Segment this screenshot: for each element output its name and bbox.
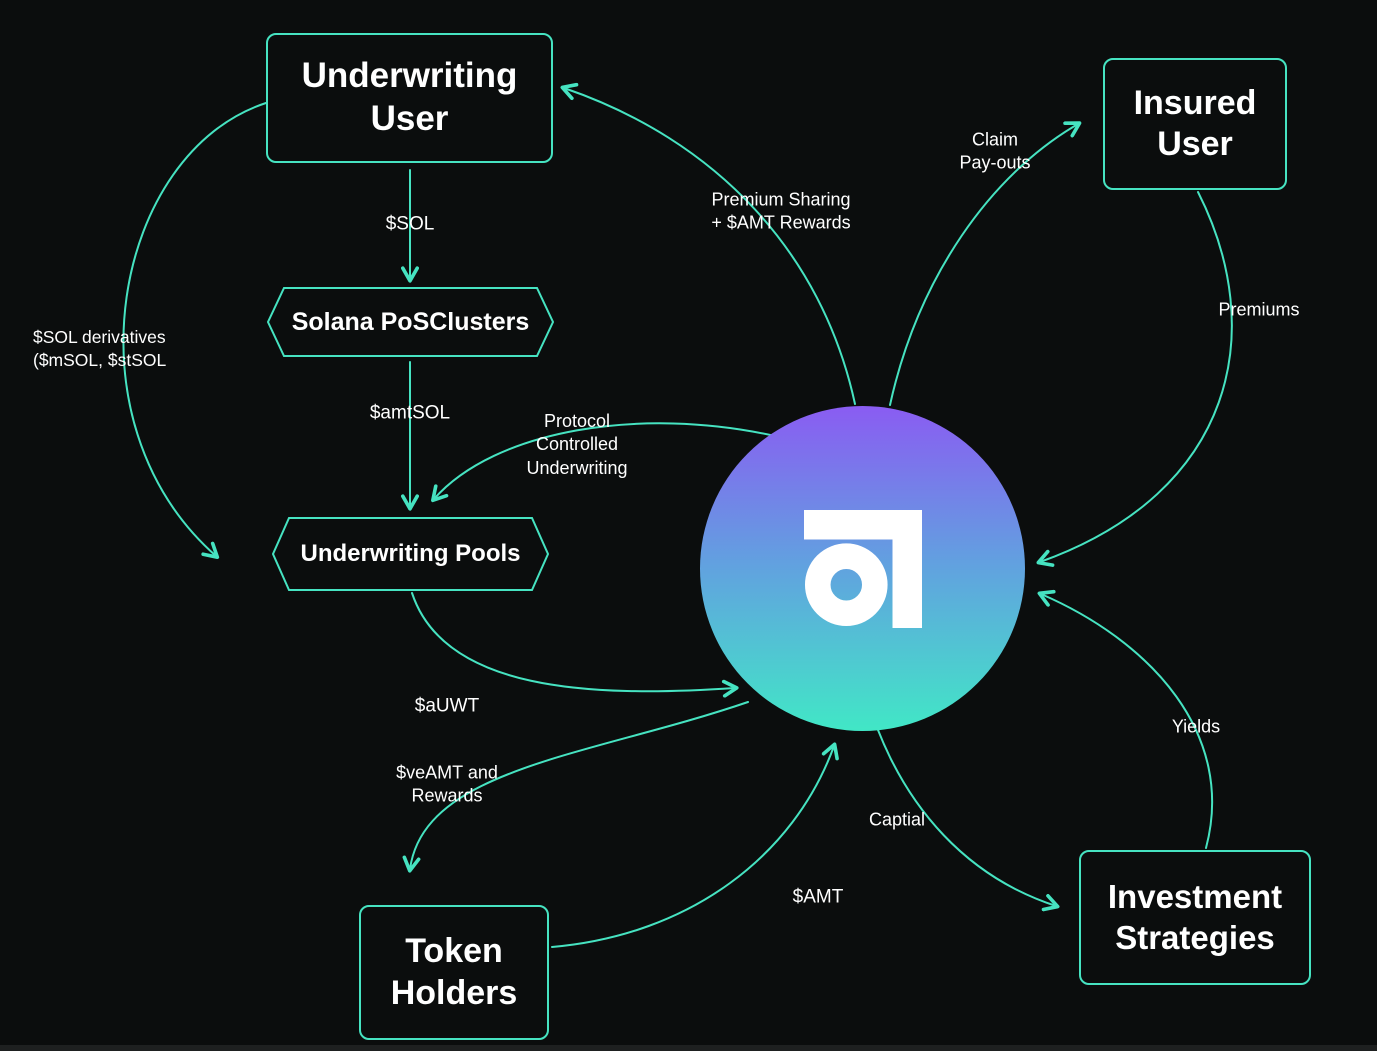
edge-yields-arrow	[1037, 589, 1214, 849]
node-label-underwriting-user: Underwriting User	[301, 56, 518, 138]
edge-premium-sharing-arrow	[560, 82, 856, 405]
edge-label-auwt: $aUWT	[414, 695, 480, 717]
edge-claim-payouts-arrow	[889, 121, 1082, 406]
edge-label-premiums: Premiums	[1218, 299, 1300, 320]
edge-label-yields: Yields	[1171, 716, 1221, 737]
edge-label-capital: Captial	[868, 809, 926, 830]
node-label-underwriting-pools: Underwriting Pools	[300, 540, 521, 568]
edge-label-claim-payouts: Claim Pay-outs	[959, 129, 1031, 173]
edge-premiums-arrow	[1036, 191, 1233, 567]
edge-amt-arrow	[551, 742, 839, 948]
node-insured-user: Insured User	[1103, 58, 1287, 190]
amulet-logo-icon	[803, 509, 922, 628]
node-solana-pos-clusters: Solana PoSClusters	[267, 287, 554, 357]
edge-label-sol-derivatives: $SOL derivatives ($mSOL, $stSOL	[33, 327, 167, 370]
node-label-investment-strategies: Investment Strategies	[1107, 878, 1283, 956]
edge-protocol-controlled-arrow	[431, 422, 776, 503]
node-token-holders: Token Holders	[359, 905, 549, 1040]
edge-label-amtsol: $amtSOL	[369, 402, 451, 424]
edge-label-sol: $SOL	[385, 213, 435, 235]
node-label-insured-user: Insured User	[1133, 83, 1257, 163]
edge-sol-derivatives-arrow	[122, 102, 267, 559]
hexagon-shape-icon	[267, 287, 554, 357]
protocol-hub	[700, 406, 1025, 731]
edge-auwt-arrow	[411, 592, 739, 698]
node-underwriting-pools: Underwriting Pools	[272, 517, 549, 591]
node-label-token-holders: Token Holders	[390, 932, 518, 1012]
edge-label-protocol-controlled: Protocol Controlled Underwriting	[526, 410, 628, 478]
bottom-edge	[0, 1045, 1377, 1051]
node-underwriting-user: Underwriting User	[266, 33, 553, 163]
node-investment-strategies: Investment Strategies	[1079, 850, 1311, 985]
edge-veamt-arrow	[402, 701, 749, 873]
edge-label-premium-sharing: Premium Sharing + $AMT Rewards	[711, 189, 851, 233]
hexagon-shape-icon	[272, 517, 549, 591]
edge-label-amt: $AMT	[792, 886, 844, 908]
edge-label-veamt: $veAMT and Rewards	[396, 762, 498, 806]
node-label-solana-pos-clusters: Solana PoSClusters	[291, 307, 530, 336]
edge-capital-arrow	[877, 729, 1060, 912]
